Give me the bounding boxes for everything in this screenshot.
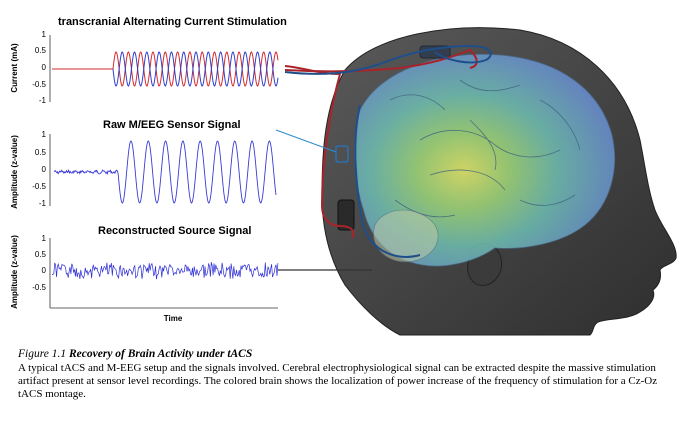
source-signal-trace bbox=[51, 262, 279, 280]
figure-caption-heading: Figure 1.1 Recovery of Brain Activity un… bbox=[18, 348, 678, 361]
source-ytick-label: 1 bbox=[42, 234, 47, 243]
sensor-panel: Raw M/EEG Sensor Signal Amplitude (z-val… bbox=[10, 119, 277, 209]
sensor-connector-line bbox=[275, 129, 337, 153]
cerebellum-shape bbox=[373, 209, 439, 263]
tacs-ytick-label: -1 bbox=[39, 96, 47, 105]
red-cable-top bbox=[284, 48, 478, 73]
sensor-ytick-label: -0.5 bbox=[32, 182, 46, 191]
tacs-y-axis-label: Current (mA) bbox=[10, 43, 19, 93]
blue-cable-back bbox=[354, 104, 421, 258]
tacs-panel-title: transcranial Alternating Current Stimula… bbox=[58, 16, 287, 28]
sensor-signal-trace bbox=[53, 140, 277, 204]
blue-cable bbox=[284, 44, 492, 75]
sensor-ytick-label: -1 bbox=[39, 199, 47, 208]
figure-caption-text: A typical tACS and M-EEG setup and the s… bbox=[18, 362, 658, 400]
brain-folds bbox=[389, 79, 581, 218]
figure-caption: Figure 1.1 Recovery of Brain Activity un… bbox=[18, 348, 678, 401]
source-ytick-label: 0.5 bbox=[35, 250, 47, 259]
figure: transcranial Alternating Current Stimula… bbox=[10, 16, 677, 336]
head-illustration bbox=[321, 27, 677, 336]
tacs-panel: transcranial Alternating Current Stimula… bbox=[10, 16, 287, 105]
figure-title: Recovery of Brain Activity under tACS bbox=[69, 348, 253, 360]
time-axis-label: Time bbox=[164, 314, 183, 323]
figure-label: Figure 1.1 bbox=[18, 348, 67, 360]
source-panel-title: Reconstructed Source Signal bbox=[98, 225, 251, 237]
tacs-ytick-label: -0.5 bbox=[32, 80, 46, 89]
tacs-ytick-label: 0 bbox=[42, 63, 47, 72]
cables bbox=[275, 44, 492, 271]
sensor-ytick-label: 0 bbox=[42, 165, 47, 174]
source-panel: Reconstructed Source Signal Amplitude (z… bbox=[10, 225, 279, 323]
sensor-y-axis-label: Amplitude (z-value) bbox=[10, 135, 19, 209]
tacs-ytick-label: 0.5 bbox=[35, 46, 47, 55]
tacs-red-trace bbox=[52, 51, 279, 87]
source-ytick-label: -0.5 bbox=[32, 283, 46, 292]
source-ytick-label: 0 bbox=[42, 266, 47, 275]
sensor-electrode bbox=[335, 145, 349, 163]
sensor-ytick-label: 1 bbox=[42, 130, 47, 139]
sensor-ytick-label: 0.5 bbox=[35, 148, 47, 157]
tacs-blue-trace bbox=[112, 51, 279, 87]
occipital-electrode bbox=[337, 199, 355, 231]
sensor-panel-title: Raw M/EEG Sensor Signal bbox=[103, 119, 241, 131]
source-y-axis-label: Amplitude (z-value) bbox=[10, 235, 19, 309]
tacs-ytick-label: 1 bbox=[42, 30, 47, 39]
